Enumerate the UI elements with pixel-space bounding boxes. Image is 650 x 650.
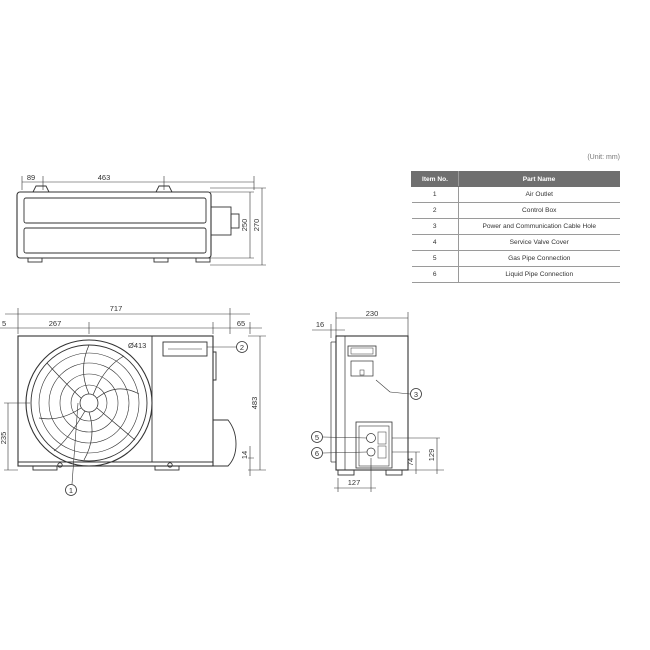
dim-5: 5 bbox=[2, 319, 6, 328]
callout-air-outlet: 1 bbox=[69, 486, 73, 495]
dim-89: 89 bbox=[27, 173, 35, 182]
header-part-name: Part Name bbox=[458, 171, 620, 187]
callout-liquid-pipe: 6 bbox=[315, 449, 319, 458]
item-no: 1 bbox=[411, 186, 459, 203]
dim-270: 270 bbox=[252, 219, 261, 232]
dim-129: 129 bbox=[427, 449, 436, 462]
callout-cable-hole: 3 bbox=[414, 390, 418, 399]
dim-250: 250 bbox=[240, 219, 249, 232]
front-view: 2 1 717 5 267 65 Ø413 483 14 235 bbox=[0, 304, 266, 496]
dim-16: 16 bbox=[316, 320, 324, 329]
part-name: Power and Communication Cable Hole bbox=[458, 218, 620, 235]
dim-127: 127 bbox=[348, 478, 361, 487]
dim-74: 74 bbox=[406, 458, 415, 466]
side-view: 3 5 6 230 16 74 129 127 bbox=[311, 309, 444, 492]
item-no: 5 bbox=[411, 250, 459, 267]
item-no: 2 bbox=[411, 202, 459, 219]
callout-gas-pipe: 5 bbox=[315, 433, 319, 442]
item-no: 3 bbox=[411, 218, 459, 235]
part-name: Control Box bbox=[458, 202, 620, 219]
dim-483: 483 bbox=[250, 397, 259, 410]
part-name: Gas Pipe Connection bbox=[458, 250, 620, 267]
part-name: Liquid Pipe Connection bbox=[458, 266, 620, 283]
dim-235: 235 bbox=[0, 432, 8, 445]
callout-control-box: 2 bbox=[240, 343, 244, 352]
item-no: 4 bbox=[411, 234, 459, 251]
header-item-no: Item No. bbox=[411, 171, 459, 187]
part-name: Service Valve Cover bbox=[458, 234, 620, 251]
dim-14: 14 bbox=[240, 451, 249, 459]
dim-463: 463 bbox=[98, 173, 111, 182]
parts-table-header: Item No. Part Name bbox=[411, 171, 620, 187]
dim-717: 717 bbox=[110, 304, 123, 313]
dim-267: 267 bbox=[49, 319, 62, 328]
dim-65: 65 bbox=[237, 319, 245, 328]
unit-note: (Unit: mm) bbox=[587, 154, 620, 161]
item-no: 6 bbox=[411, 266, 459, 283]
part-name: Air Outlet bbox=[458, 186, 620, 203]
dim-fan-diameter: Ø413 bbox=[128, 341, 146, 350]
dim-230: 230 bbox=[366, 309, 379, 318]
top-view: 89 463 250 270 bbox=[16, 173, 266, 266]
